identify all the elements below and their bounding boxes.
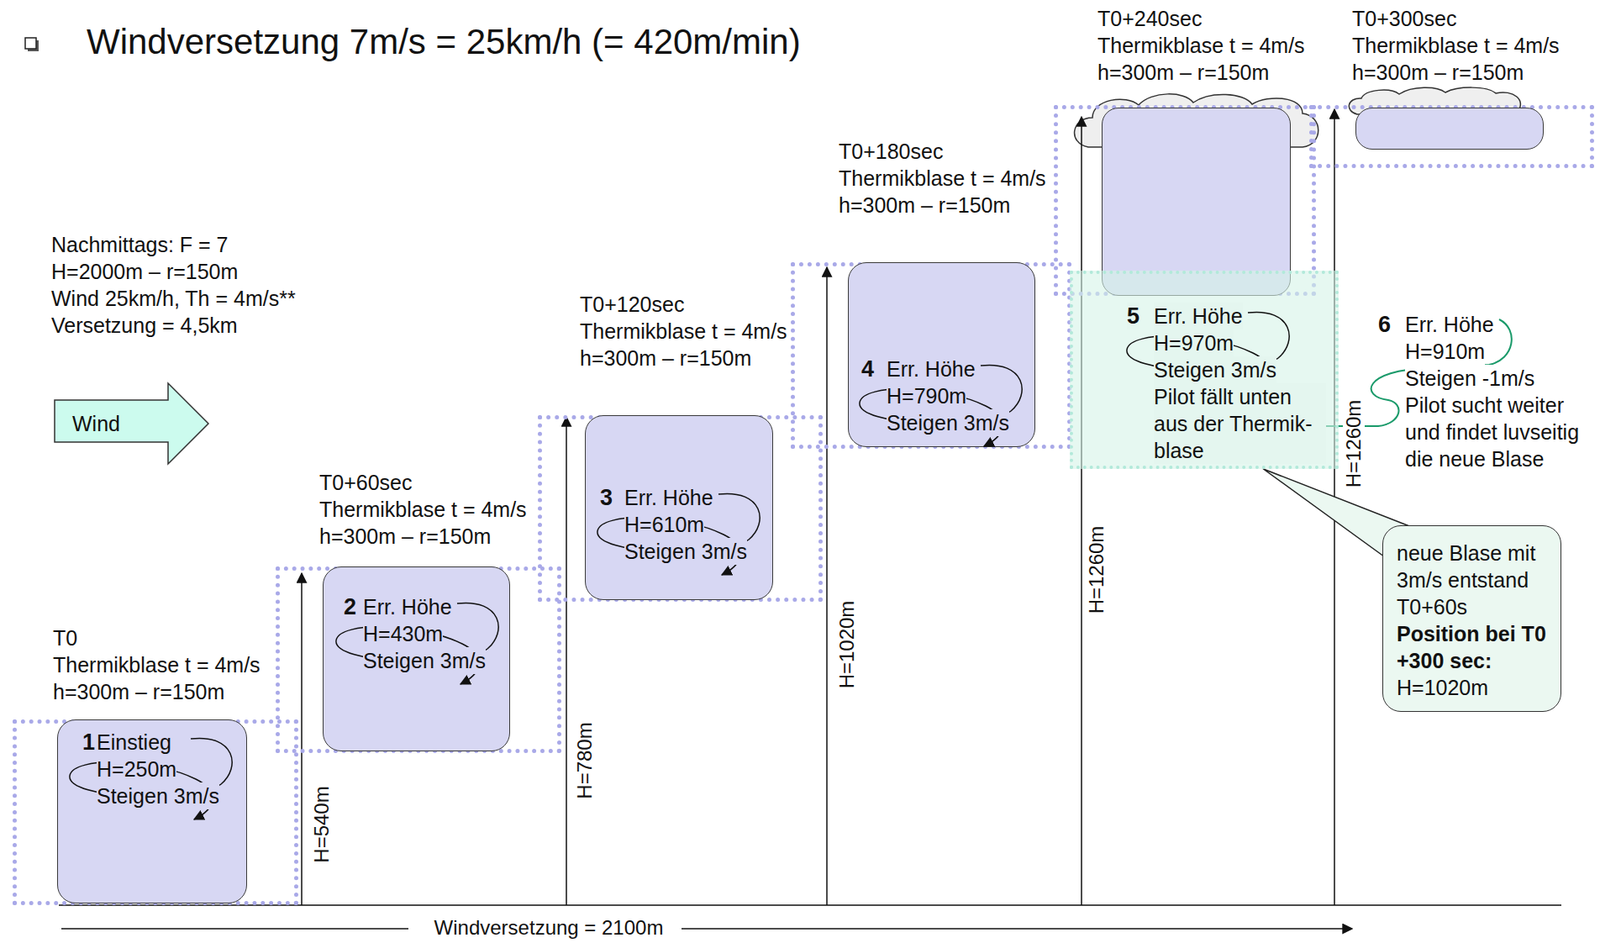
bubble-text: Steigen 3m/s xyxy=(886,409,1010,437)
info-text: Versetzung = 4,5km xyxy=(51,311,238,339)
height-dimension: H=540m xyxy=(310,783,333,865)
height-dimension: H=1020m xyxy=(836,598,858,692)
bubble-text: Steigen 3m/s xyxy=(624,537,748,565)
bubble-text: H=430m xyxy=(363,620,443,648)
thermal-stage: T0+60secThermikblase t = 4m/sh=300m – r=… xyxy=(275,566,562,753)
stage-heading-line: Thermikblase t = 4m/s xyxy=(52,651,261,679)
stage-heading: T0+300secThermikblase t = 4m/sh=300m – r… xyxy=(1352,5,1560,86)
height-dimension: H=780m xyxy=(573,719,596,801)
height-arrow xyxy=(826,267,828,906)
thermal-bubble xyxy=(1101,107,1291,296)
callout-number: 4 xyxy=(861,355,874,383)
stage-heading-line: h=300m – r=150m xyxy=(838,191,1047,219)
bubble-text: H=250m xyxy=(96,755,177,783)
stage-heading: T0+180secThermikblase t = 4m/sh=300m – r… xyxy=(838,137,1047,219)
thermal-stage: T0+300secThermikblase t = 4m/sh=300m – r… xyxy=(1309,105,1595,169)
stage-heading: T0+120secThermikblase t = 4m/sh=300m – r… xyxy=(579,290,788,372)
stage-heading-line: Thermikblase t = 4m/s xyxy=(838,164,1047,192)
stage-heading: T0+60secThermikblase t = 4m/sh=300m – r=… xyxy=(319,468,527,550)
bubble-text-column: Err. HöheH=610mSteigen 3m/s xyxy=(624,484,748,565)
height-dimension: H=1260m xyxy=(1342,397,1365,491)
thermal-stage: T0+240secThermikblase t = 4m/sh=300m – r… xyxy=(1053,105,1316,296)
info-text: H=2000m – r=150m xyxy=(51,257,238,285)
thermal-bubble: 1EinstiegH=250mSteigen 3m/s xyxy=(57,719,248,904)
bubble-text-column: Err. HöheH=970mSteigen 3m/sPilot fällt u… xyxy=(1153,302,1327,464)
stage-heading-line: T0+240sec xyxy=(1097,5,1306,32)
bubble-text-column: EinstiegH=250mSteigen 3m/s xyxy=(96,728,220,810)
stage-heading-line: Thermikblase t = 4m/s xyxy=(1097,31,1306,59)
bubble-text: Err. Höhe xyxy=(1153,302,1243,330)
info-text: Wind 25km/h, Th = 4m/s** xyxy=(51,284,296,312)
callout-text: H=1020m xyxy=(1396,673,1489,701)
bubble-text: Err. Höhe xyxy=(624,484,714,511)
stage-heading-line: T0+300sec xyxy=(1352,5,1560,32)
thermal-bubble xyxy=(1355,107,1544,150)
thermal-bubble: 2Err. HöheH=430mSteigen 3m/s xyxy=(322,566,511,752)
stage-heading-line: T0+60sec xyxy=(319,468,527,496)
callout-number: 5 xyxy=(1126,302,1140,330)
stage-heading: T0+240secThermikblase t = 4m/sh=300m – r… xyxy=(1097,5,1306,86)
bubble-text: H=610m xyxy=(624,510,705,538)
stage-heading-line: h=300m – r=150m xyxy=(319,522,527,550)
pilot-note: H=910m xyxy=(1405,337,1485,365)
callout-number: 3 xyxy=(600,484,613,511)
callout-box: neue Blase mit 3m/s entstand T0+60sPosit… xyxy=(1382,525,1562,712)
stage-heading-line: T0 xyxy=(52,624,261,652)
pilot-note: Steigen -1m/s xyxy=(1405,364,1535,392)
bubble-text: Steigen 3m/s xyxy=(96,782,220,810)
callout-text-column: neue Blase mit 3m/s entstand T0+60sPosit… xyxy=(1396,539,1547,701)
stage-heading-line: h=300m – r=150m xyxy=(579,344,788,372)
height-arrow xyxy=(1080,116,1083,906)
stage-heading-line: Thermikblase t = 4m/s xyxy=(579,317,788,345)
bubble-text: Err. Höhe xyxy=(886,355,976,383)
stage-heading: T0Thermikblase t = 4m/sh=300m – r=150m xyxy=(52,624,261,706)
bubble-exit-zone: 5 Err. HöheH=970mSteigen 3m/sPilot fällt … xyxy=(1069,270,1339,469)
bubble-text: Err. Höhe xyxy=(363,593,453,621)
bubble-text-column: Err. HöheH=790mSteigen 3m/s xyxy=(886,355,1010,437)
pilot-note: Pilot sucht weiter und findet luvseitig … xyxy=(1405,391,1595,473)
stage-heading-line: h=300m – r=150m xyxy=(52,678,261,706)
bubble-text: H=790m xyxy=(886,382,967,410)
thermal-stage: T0+180secThermikblase t = 4m/sh=300m – r… xyxy=(790,262,1072,449)
bubble-text: Einstieg xyxy=(96,728,172,756)
height-arrow xyxy=(565,416,568,906)
callout-number: 2 xyxy=(343,593,357,621)
wind-arrow-outline xyxy=(54,383,209,464)
diagram-title: Windversetzung 7m/s = 25km/h (= 420m/min… xyxy=(86,20,801,64)
drift-arrow xyxy=(681,927,1353,930)
bubble-text: Steigen 3m/s xyxy=(363,647,486,674)
bubble-text: Steigen 3m/s xyxy=(1153,356,1277,384)
stage-heading-line: T0+120sec xyxy=(579,290,788,318)
stage-heading-line: T0+180sec xyxy=(838,137,1047,165)
callout-number: 1 xyxy=(82,728,95,756)
arrow-label: Wind xyxy=(72,410,121,437)
drift-dimension: Windversetzung = 2100m xyxy=(431,917,668,938)
stage-heading-line: Thermikblase t = 4m/s xyxy=(319,495,527,523)
bubble-text: Pilot fällt unten aus der Thermik- blase xyxy=(1153,383,1327,464)
stage-heading-line: h=300m – r=150m xyxy=(1097,58,1306,86)
bubble-text-column: Err. HöheH=430mSteigen 3m/s xyxy=(363,593,486,674)
height-dimension: H=1260m xyxy=(1085,523,1108,617)
thermal-bubble: 4 Err. HöheH=790mSteigen 3m/s xyxy=(847,262,1036,448)
callout-text: neue Blase mit 3m/s entstand T0+60s xyxy=(1396,539,1547,621)
bullet-square xyxy=(25,37,37,49)
bubble-text: H=970m xyxy=(1153,329,1234,357)
callout-number: 6 xyxy=(1378,310,1391,338)
stage-heading-line: h=300m – r=150m xyxy=(1352,58,1560,86)
height-arrow xyxy=(300,573,303,906)
thermal-stage: T0Thermikblase t = 4m/sh=300m – r=150m1E… xyxy=(12,719,299,906)
wind-arrow: Wind xyxy=(53,382,210,465)
info-text: Nachmittags: F = 7 xyxy=(51,231,229,258)
drift-line xyxy=(61,927,409,930)
callout-text: Position bei T0 +300 sec: xyxy=(1396,620,1547,674)
thermal-bubble: 3 Err. HöheH=610mSteigen 3m/s xyxy=(584,415,774,600)
pilot-note: Err. Höhe xyxy=(1405,310,1495,338)
thermal-stage: T0+120secThermikblase t = 4m/sh=300m – r… xyxy=(537,415,823,602)
stage-heading-line: Thermikblase t = 4m/s xyxy=(1352,31,1560,59)
